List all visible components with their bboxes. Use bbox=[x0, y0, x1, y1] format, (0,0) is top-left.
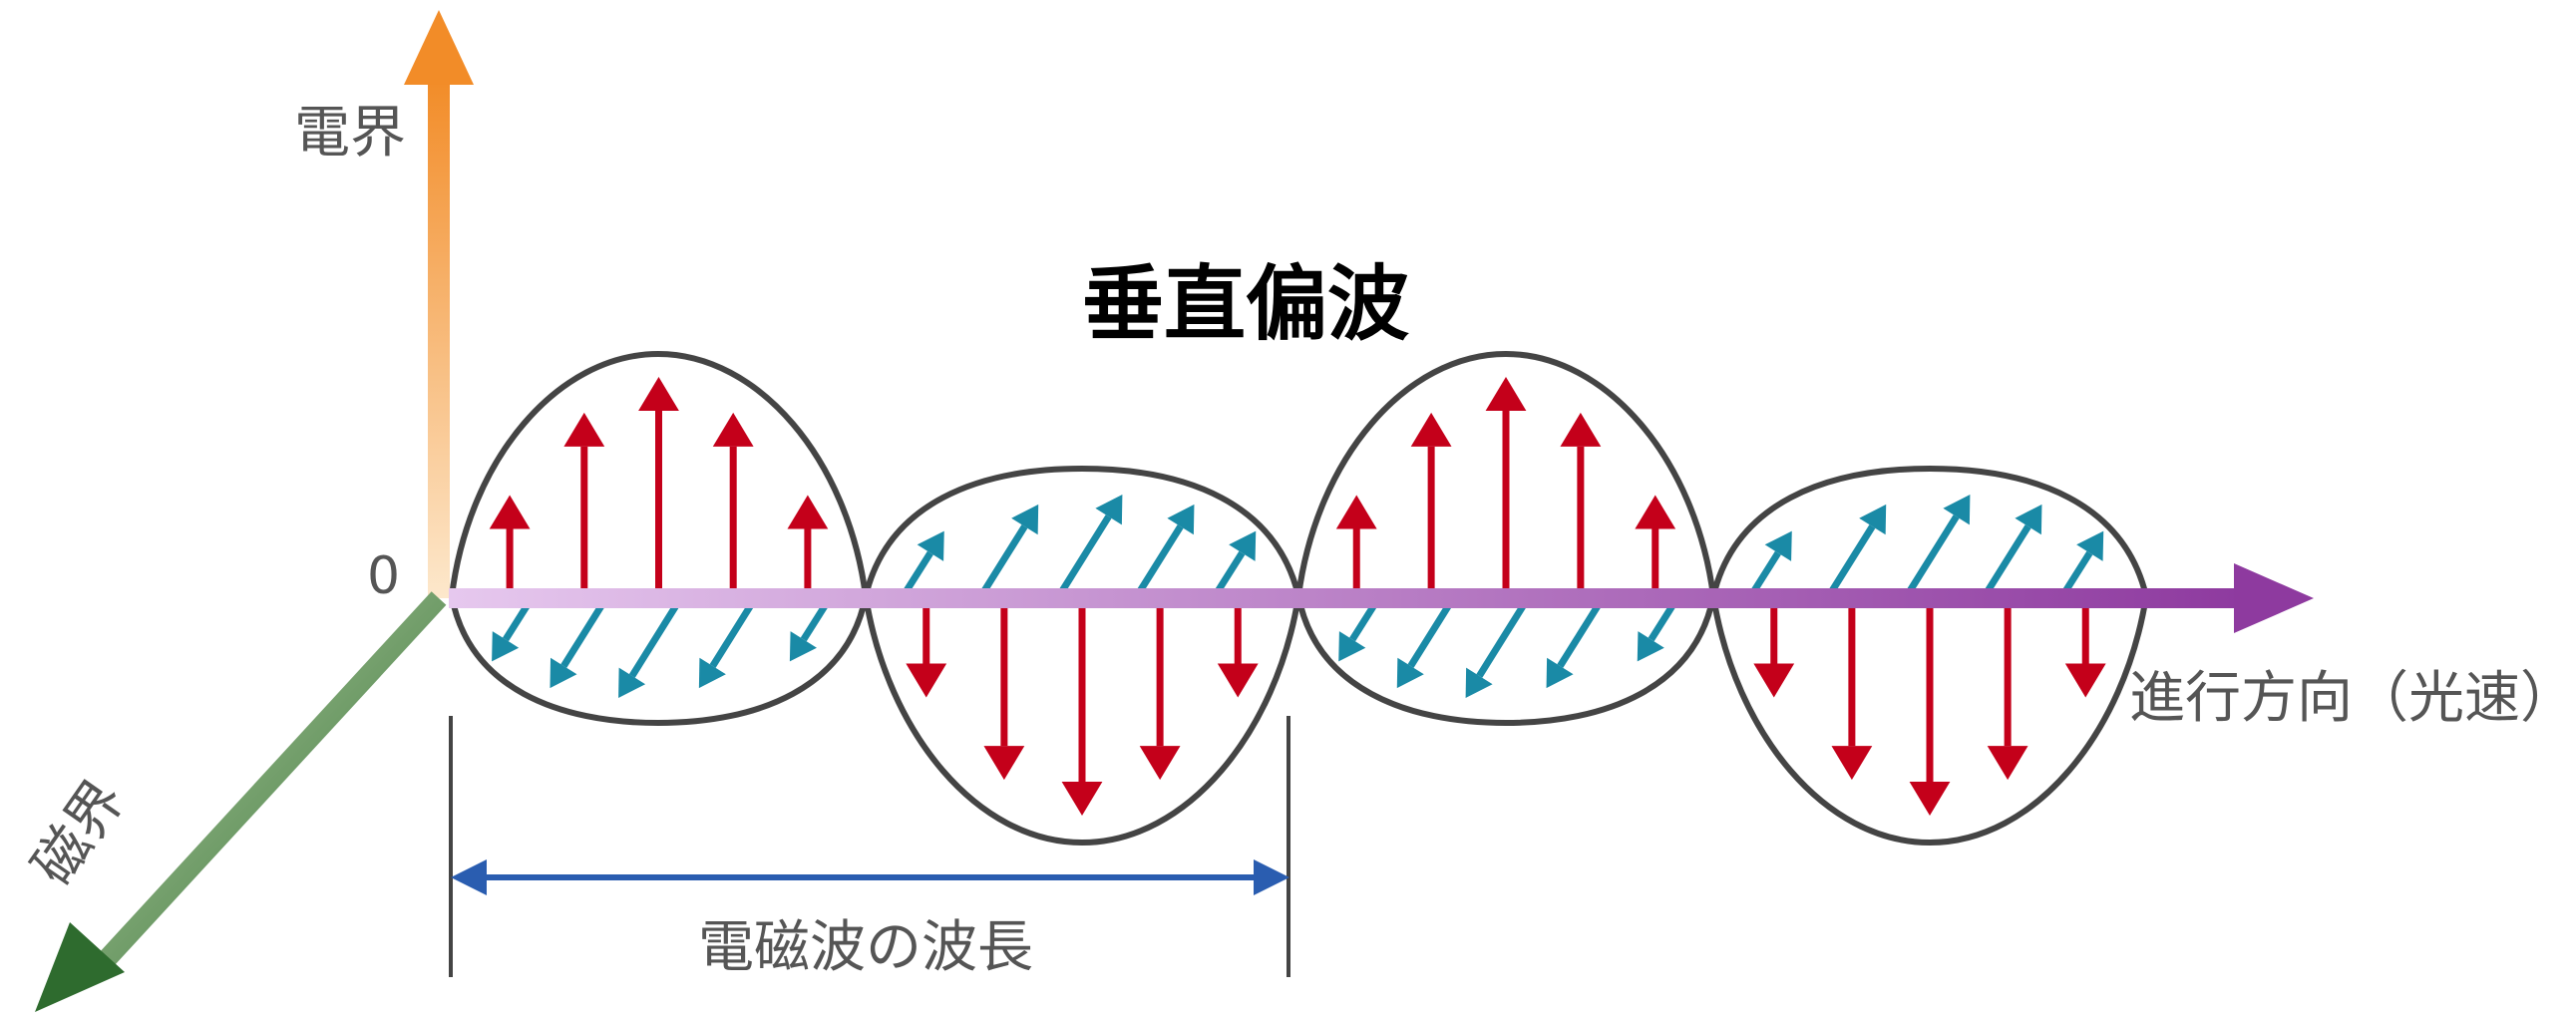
magnetic-field-vector bbox=[1135, 504, 1195, 596]
electric-field-vector bbox=[1635, 495, 1676, 591]
electric-field-vector bbox=[983, 601, 1025, 781]
magnetic-field-vector bbox=[1748, 530, 1792, 596]
magnetic-field-vector bbox=[1546, 596, 1606, 689]
origin-label: 0 bbox=[367, 546, 401, 606]
envelope-electric-up-1 bbox=[448, 350, 870, 727]
electric-field-vector bbox=[489, 495, 531, 591]
electric-field-vector bbox=[2064, 601, 2106, 698]
envelope-electric-down-2 bbox=[1709, 465, 2150, 847]
envelope-electric-down-1 bbox=[862, 465, 1302, 847]
propagation-axis bbox=[449, 563, 2314, 633]
electric-field-vector bbox=[787, 495, 829, 591]
electric-field-vector bbox=[563, 412, 605, 591]
electric-field-label: 電界 bbox=[294, 101, 406, 166]
electric-field-vector bbox=[1335, 495, 1377, 591]
magnetic-field-vector bbox=[901, 530, 944, 596]
wavelength-indicator bbox=[449, 716, 1290, 977]
wavelength-label: 電磁波の波長 bbox=[698, 915, 1033, 980]
electric-field-vector bbox=[1560, 412, 1602, 591]
electric-field-vector bbox=[1485, 377, 1527, 591]
field-vectors bbox=[489, 377, 2106, 816]
magnetic-field-vector bbox=[1213, 530, 1257, 596]
magnetic-field-vector bbox=[1983, 504, 2042, 596]
magnetic-field-vector bbox=[1826, 504, 1887, 596]
propagation-direction-label: 進行方向（光速） bbox=[2129, 666, 2576, 731]
magnetic-field-vector bbox=[978, 504, 1039, 596]
electric-field-vector bbox=[1061, 601, 1103, 816]
magnetic-field-vector bbox=[618, 596, 684, 698]
wave-envelopes bbox=[448, 350, 2150, 847]
electric-field-vector bbox=[712, 412, 754, 591]
magnetic-field-vector bbox=[550, 596, 609, 689]
electric-field-vector bbox=[906, 601, 947, 698]
electric-field-vector bbox=[1831, 601, 1873, 781]
electric-field-vector bbox=[1139, 601, 1181, 781]
magnetic-field-vector bbox=[1396, 596, 1457, 689]
magnetic-field-vector bbox=[2060, 530, 2104, 596]
electric-field-vector bbox=[1987, 601, 2028, 781]
magnetic-field-vector bbox=[698, 596, 759, 689]
magnetic-field-vector bbox=[1057, 495, 1123, 596]
electric-field-axis bbox=[404, 10, 474, 598]
magnetic-field-vector bbox=[1905, 495, 1971, 596]
electric-field-vector bbox=[638, 377, 679, 591]
envelope-electric-up-2 bbox=[1294, 350, 1717, 727]
electric-field-vector bbox=[1753, 601, 1795, 698]
electric-field-vector bbox=[1217, 601, 1259, 698]
electric-field-vector bbox=[1410, 412, 1452, 591]
electric-field-vector bbox=[1909, 601, 1951, 816]
diagram-title: 垂直偏波 bbox=[1082, 257, 1410, 352]
magnetic-field-vector bbox=[1465, 596, 1531, 698]
magnetic-field-axis bbox=[35, 591, 447, 1012]
